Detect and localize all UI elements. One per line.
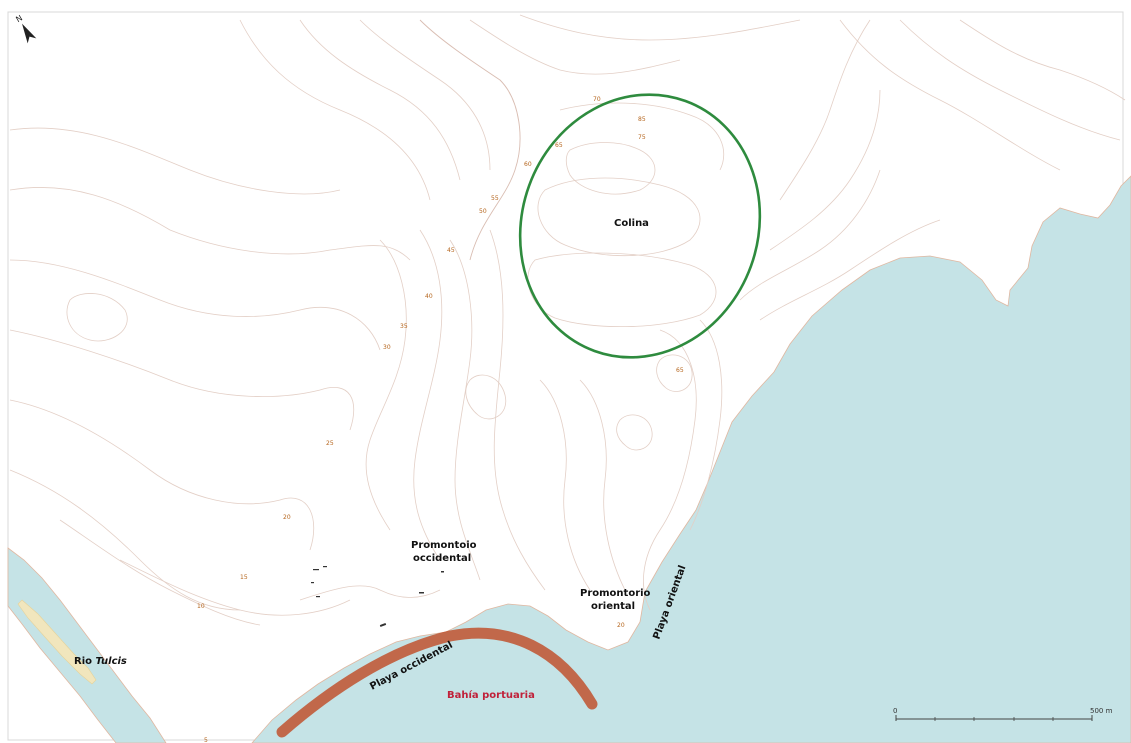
label-promontorio-oriental-line1: Promontorio [580, 588, 651, 599]
label-bahia-portuaria: Bahía portuaria [447, 689, 535, 701]
elevation-label: 15 [240, 574, 248, 581]
elevation-labels: 70 85 75 65 60 55 50 45 40 35 30 25 20 1… [197, 96, 684, 743]
elevation-label: 20 [617, 622, 625, 629]
elevation-label: 65 [676, 367, 684, 374]
elevation-label: 85 [638, 116, 646, 123]
label-promontorio-occidental-line2: occidental [413, 553, 471, 564]
bay-highlight [276, 627, 598, 738]
elevation-label: 5 [204, 737, 208, 743]
scale-end-label: 500 m [1090, 707, 1113, 715]
elevation-label: 50 [479, 208, 487, 215]
elevation-label: 40 [425, 293, 433, 300]
label-promontorio-occidental-line1: Promontoio [411, 540, 477, 551]
sea-area [251, 175, 1131, 743]
label-colina: Colina [614, 218, 649, 229]
elevation-label: 10 [197, 603, 205, 610]
elevation-label: 65 [555, 142, 563, 149]
elevation-label: 25 [326, 440, 334, 447]
hill-outline [518, 93, 762, 359]
river-sandbank [17, 599, 97, 685]
elevation-label: 60 [524, 161, 532, 168]
label-rio-prefix: Rio [74, 656, 95, 667]
scale-start-label: 0 [893, 707, 897, 715]
elevation-label: 20 [283, 514, 291, 521]
elevation-label: 30 [383, 344, 391, 351]
river-tulcis [7, 547, 167, 743]
elevation-label: 45 [447, 247, 455, 254]
label-promontorio-oriental-line2: oriental [591, 601, 635, 612]
scale-bar: 0 500 m [893, 707, 1113, 721]
north-label: N [14, 13, 24, 24]
label-rio-name: Tulcis [95, 656, 126, 667]
elevation-label: 75 [638, 134, 646, 141]
structure-marks [311, 566, 444, 627]
elevation-label: 55 [491, 195, 499, 202]
north-arrow-icon: N [14, 13, 37, 44]
contour-lines [9, 14, 1126, 626]
elevation-label: 70 [593, 96, 601, 103]
label-rio-tulcis: Rio Tulcis [74, 656, 127, 667]
elevation-label: 35 [400, 323, 408, 330]
